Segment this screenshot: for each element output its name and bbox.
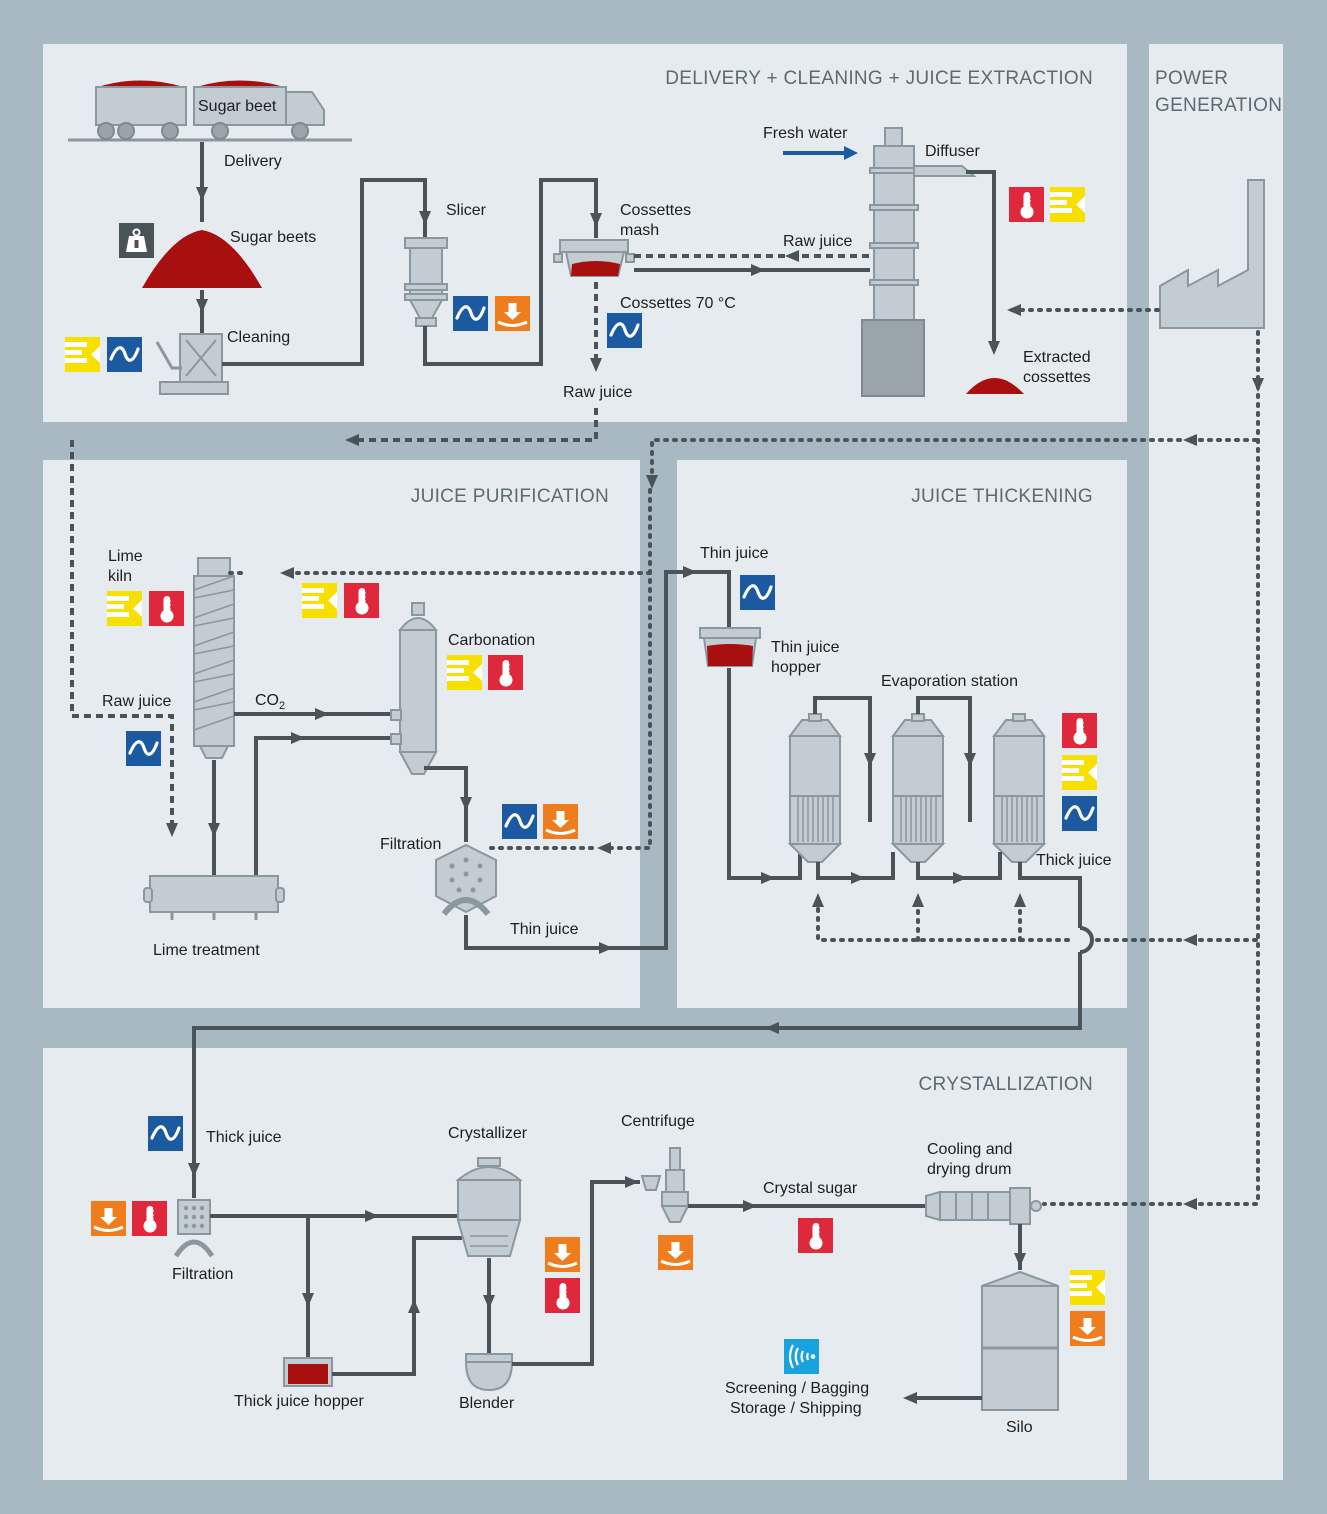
temperature-icon [131, 1200, 168, 1237]
label-crystal-sugar: Crystal sugar [763, 1180, 858, 1197]
crystallizer-unit [455, 1157, 523, 1257]
thick-juice-hopper [283, 1357, 333, 1387]
weighing-icon [541, 802, 580, 841]
truck [68, 80, 352, 142]
temperature-icon [343, 582, 380, 619]
label-raw-juice-mid: Raw juice [563, 384, 632, 401]
flow-icon [124, 729, 163, 768]
label-extracted-1: Extracted [1023, 349, 1091, 366]
thin-juice-hopper [699, 627, 761, 667]
label-cossettes-70: Cossettes 70 °C [620, 295, 736, 312]
evaporator-3 [993, 713, 1045, 863]
label-co2: CO2 [255, 692, 285, 712]
label-thick-hopper: Thick juice hopper [234, 1393, 365, 1410]
flow-icon [500, 802, 539, 841]
label-carbonation: Carbonation [448, 632, 535, 649]
label-crystallizer: Crystallizer [448, 1125, 528, 1142]
evaporator-2 [892, 713, 944, 863]
label-cossettes-mash-1: Cossettes [620, 202, 691, 219]
sugar-beets-pile [142, 230, 262, 288]
level-icon [1050, 187, 1085, 222]
scale-icon [118, 222, 155, 259]
temperature-icon [1061, 712, 1098, 749]
label-centrifuge: Centrifuge [621, 1113, 695, 1130]
flow-icon [451, 294, 490, 333]
label-cleaning: Cleaning [227, 329, 290, 346]
section-title-crystallization: CRYSTALLIZATION [919, 1074, 1093, 1095]
label-thick-juice-crystallization: Thick juice [206, 1129, 282, 1146]
label-lime-treatment: Lime treatment [153, 942, 260, 959]
label-thin-hopper-2: hopper [771, 659, 821, 676]
label-thin-juice-purification: Thin juice [510, 921, 579, 938]
label-silo: Silo [1006, 1419, 1033, 1436]
flow-icon [105, 335, 144, 374]
weighing-icon [1068, 1309, 1107, 1348]
label-raw-juice-left: Raw juice [102, 693, 171, 710]
label-delivery: Delivery [224, 153, 282, 170]
section-title-thickening: JUICE THICKENING [911, 486, 1093, 507]
weighing-icon [89, 1199, 128, 1238]
section-title-power-1: POWER [1155, 68, 1228, 89]
power-plant [1159, 179, 1265, 329]
filtration-unit-purification [435, 843, 497, 916]
label-raw-juice-top: Raw juice [783, 233, 852, 250]
centrifuge-unit [640, 1147, 690, 1223]
silo-unit [981, 1270, 1059, 1411]
blender-unit [464, 1353, 514, 1392]
label-evaporation: Evaporation station [881, 673, 1018, 690]
label-sugar-beet: Sugar beet [198, 98, 277, 115]
level-icon [302, 583, 337, 618]
label-screening-1: Screening / Bagging [725, 1380, 869, 1397]
label-thick-juice-evaporation: Thick juice [1036, 852, 1112, 869]
label-thin-juice-top: Thin juice [700, 545, 769, 562]
temperature-icon [797, 1217, 834, 1254]
diffuser-unit [861, 127, 977, 397]
extracted-cossettes-pile [966, 378, 1024, 394]
label-cossettes-mash-2: mash [620, 222, 659, 239]
cossettes-mash-unit [553, 239, 635, 277]
flow-icon [1060, 794, 1099, 833]
label-diffuser: Diffuser [925, 143, 981, 160]
weighing-icon [656, 1233, 695, 1272]
section-title-power-2: GENERATION [1155, 95, 1282, 116]
label-extracted-2: cossettes [1023, 369, 1091, 386]
panel-crystallization [43, 1048, 1127, 1480]
level-icon [65, 337, 100, 372]
label-cooling-1: Cooling and [927, 1141, 1012, 1158]
lime-treatment-tank [143, 875, 285, 920]
temperature-icon [487, 654, 524, 691]
level-icon [1062, 755, 1097, 790]
filtration-unit-crystallization [173, 1199, 215, 1258]
weighing-icon [543, 1235, 582, 1274]
cleaning-unit [155, 333, 229, 395]
label-slicer: Slicer [446, 202, 487, 219]
label-fresh-water: Fresh water [763, 125, 848, 142]
level-icon [447, 655, 482, 690]
level-icon [1070, 1270, 1105, 1305]
label-screening-2: Storage / Shipping [730, 1400, 862, 1417]
section-title-purification: JUICE PURIFICATION [411, 486, 609, 507]
label-filtration-crystallization: Filtration [172, 1266, 233, 1283]
level-icon [107, 591, 142, 626]
flow-icon [605, 311, 644, 350]
label-blender: Blender [459, 1395, 515, 1412]
section-title-delivery: DELIVERY + CLEANING + JUICE EXTRACTION [665, 68, 1093, 89]
lime-kiln [193, 557, 235, 759]
flow-icon [146, 1114, 185, 1153]
label-cooling-2: drying drum [927, 1161, 1011, 1178]
label-filtration-purification: Filtration [380, 836, 441, 853]
cooling-drying-drum [925, 1187, 1042, 1225]
evaporator-1 [789, 713, 841, 863]
label-lime-kiln-1: Lime [108, 548, 143, 565]
temperature-icon [544, 1277, 581, 1314]
flow-icon [738, 573, 777, 612]
label-sugar-beets: Sugar beets [230, 229, 316, 246]
weighing-icon [493, 294, 532, 333]
temperature-icon [148, 590, 185, 627]
label-thin-hopper-1: Thin juice [771, 639, 840, 656]
temperature-icon [1008, 186, 1045, 223]
label-lime-kiln-2: kiln [108, 568, 132, 585]
wireless-icon [782, 1337, 821, 1376]
